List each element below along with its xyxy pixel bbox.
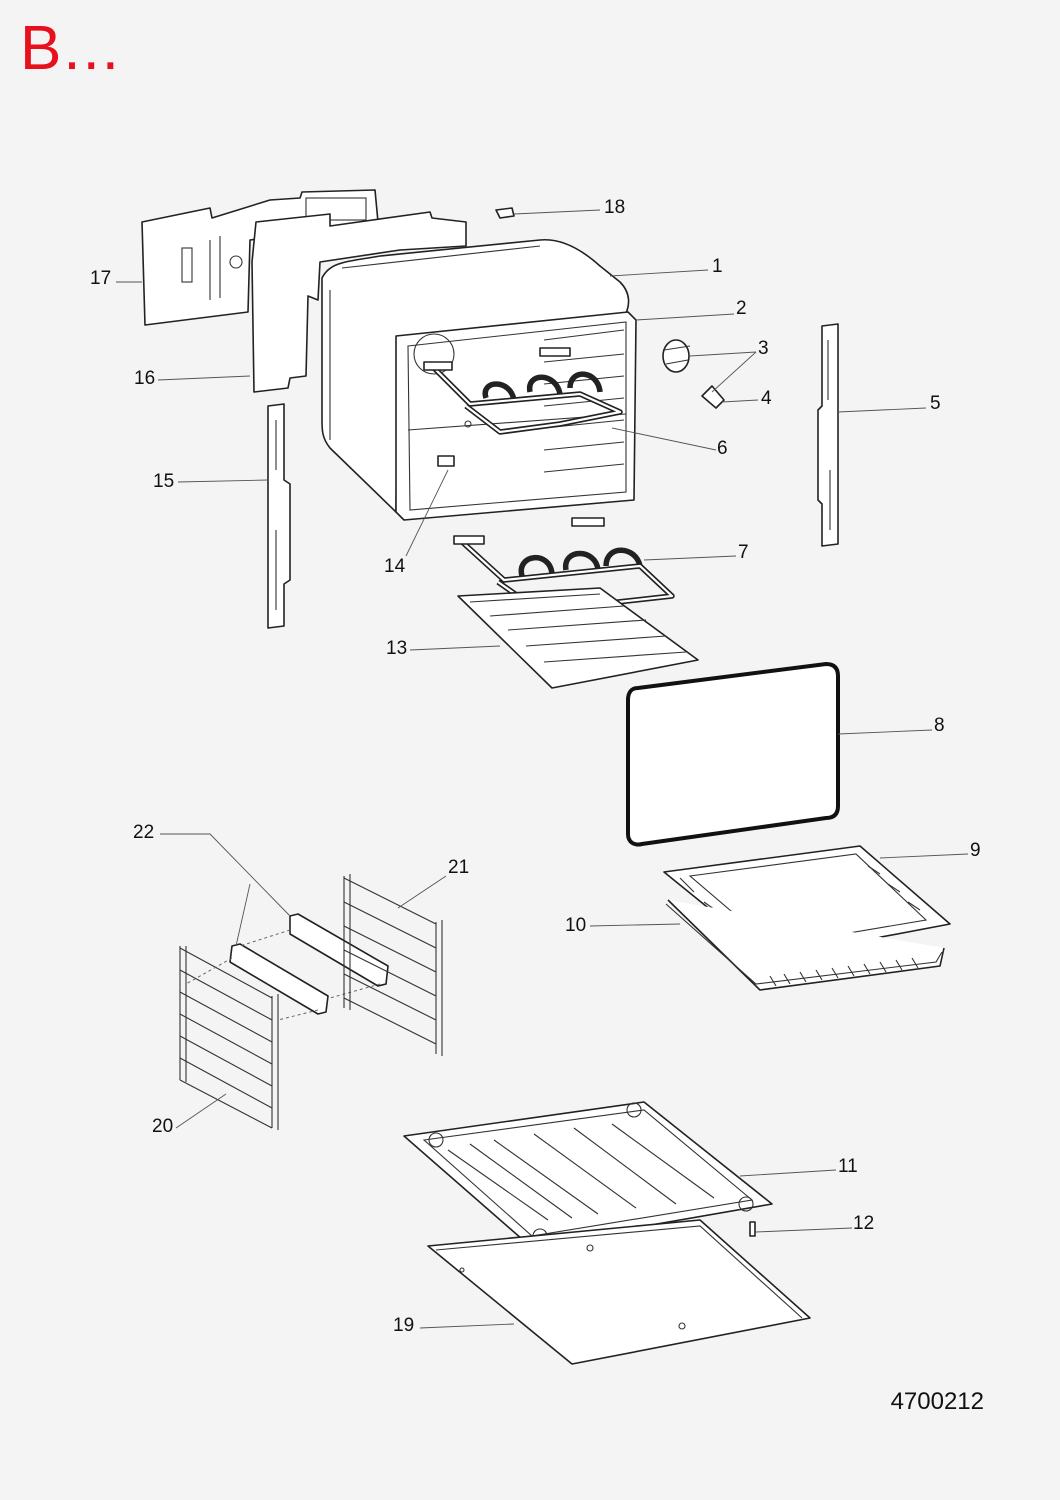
part-19-lower-cover [427,1219,811,1365]
callout-22: 22 [133,822,154,843]
part-1-oven-shell [321,238,630,513]
document-number: 4700212 [890,1388,984,1415]
part-6-top-element [423,347,623,435]
part-4-bulb [701,385,725,409]
callout-14: 14 [384,556,406,577]
part-8-door-seal [626,661,840,847]
part-10-wire-grid [665,899,945,991]
callout-21: 21 [448,857,469,878]
callout-19: 19 [393,1315,414,1336]
callout-17: 17 [90,268,111,289]
callout-20: 20 [152,1116,173,1137]
callout-2: 2 [736,298,747,319]
page-title: B... [20,14,122,83]
callout-11: 11 [838,1156,858,1177]
part-3-lamp [662,339,691,373]
part-20-left-shelf-support [179,946,279,1130]
part-14-probe [437,455,455,467]
part-12-screw [749,1221,756,1237]
callout-5: 5 [930,393,941,414]
callout-7: 7 [738,542,749,563]
callout-6: 6 [717,438,728,459]
callout-1: 1 [712,256,723,277]
part-21-right-shelf-support [343,874,443,1056]
callout-labels: 1 2 3 4 5 6 7 8 9 10 11 12 13 14 15 16 1… [90,197,981,1336]
callout-10: 10 [565,915,586,936]
part-5-right-rail [817,323,839,547]
callout-4: 4 [761,388,772,409]
part-2-cavity-front [395,311,637,521]
part-16-insulation-panel [251,211,467,393]
part-15-left-rail [267,403,291,629]
leader-lines [116,209,969,1329]
callout-12: 12 [853,1213,874,1234]
callout-16: 16 [134,368,155,389]
callout-8: 8 [934,715,945,736]
part-11-base-plate [403,1101,773,1247]
callout-13: 13 [386,638,407,659]
part-18-clip [495,207,515,219]
part-22-telescopic-runners [185,913,389,1021]
callout-18: 18 [604,197,625,218]
callout-9: 9 [970,840,981,861]
callout-3: 3 [758,338,769,359]
part-13-bottom-plate [457,587,699,689]
callout-15: 15 [153,471,174,492]
